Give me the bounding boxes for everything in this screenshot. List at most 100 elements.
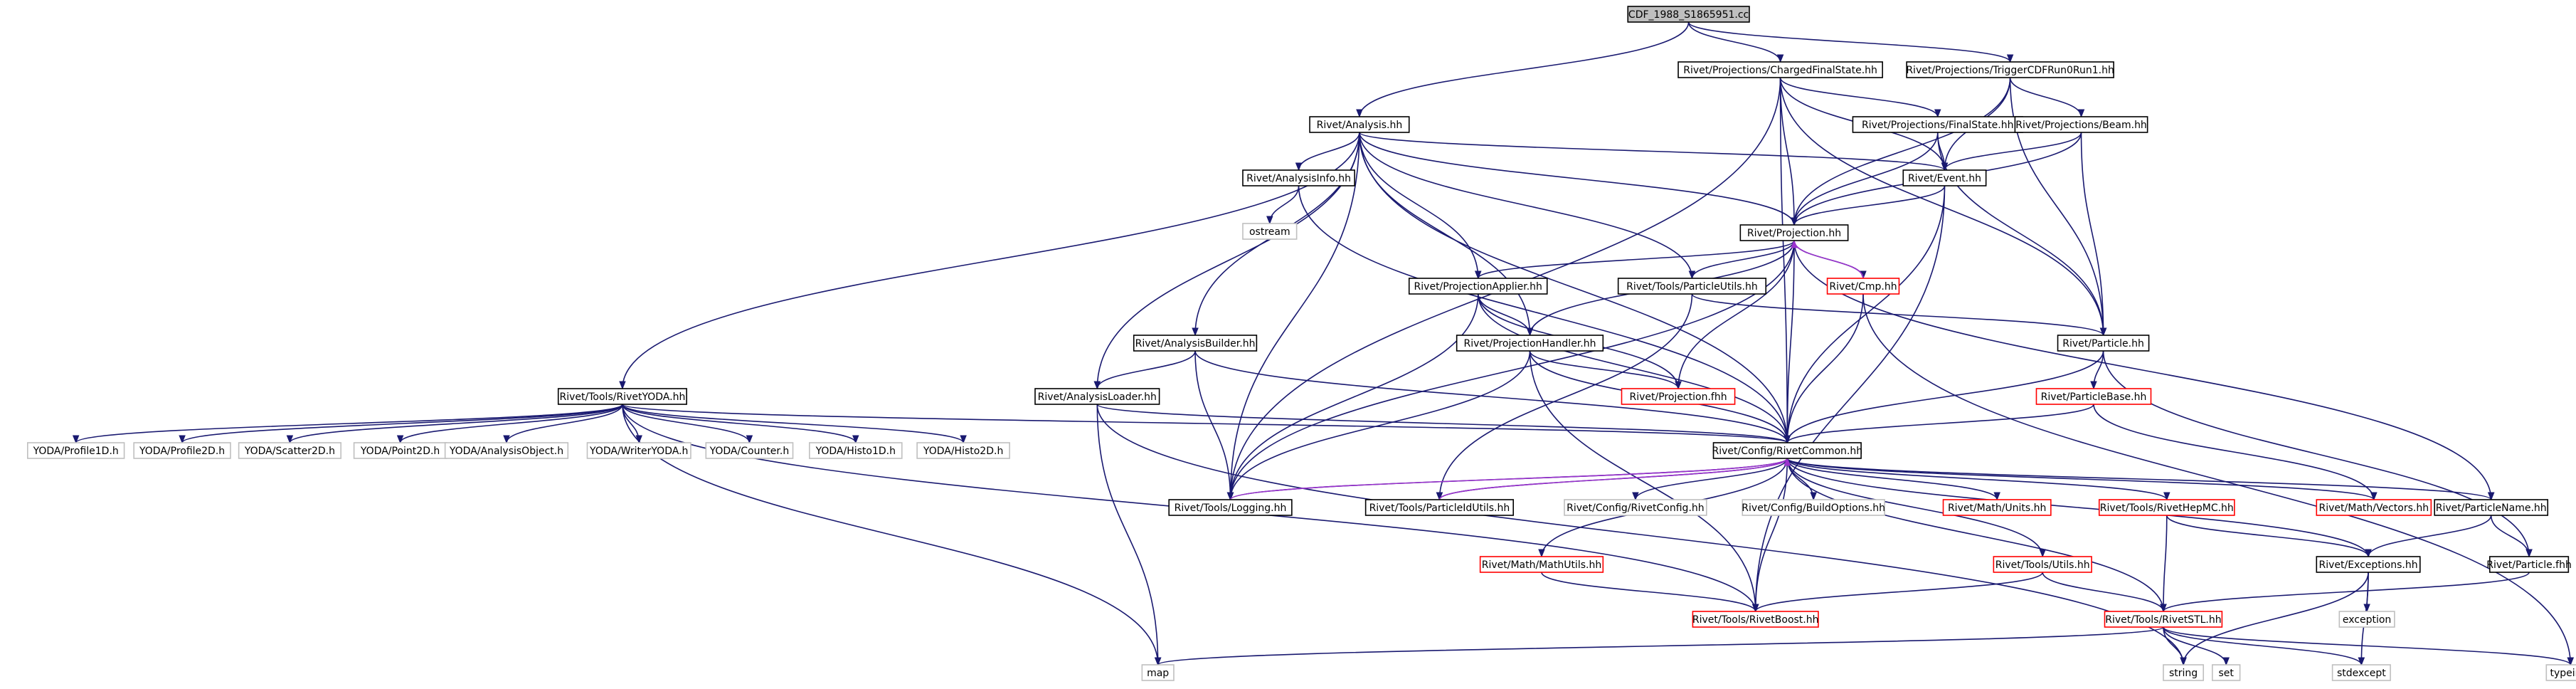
node-event[interactable]: Rivet/Event.hh [1902,169,1987,186]
node-typeinfo: typeinfo [2545,664,2576,681]
edge-rstl-to-typeinfo [2163,626,2572,666]
node-bopts: Rivet/Config/BuildOptions.hh [1742,499,1885,516]
edge-rcommon-to-mvec [1786,458,2375,500]
node-ypt2d: YODA/Point2D.h [353,442,447,459]
node-putils[interactable]: Rivet/Tools/ParticleUtils.hh [1617,278,1767,295]
arrowhead-rcommon-to-munits [1993,492,2000,501]
node-ryoda[interactable]: Rivet/Tools/RivetYODA.hh [557,388,687,405]
node-munits[interactable]: Rivet/Math/Units.hh [1942,499,2052,516]
arrowhead-rstl-to-map [1154,657,1162,666]
node-yh1d: YODA/Histo1D.h [809,442,903,459]
arrowhead-root-to-ana [1356,109,1363,118]
edge-rcommon-to-rboost [1754,458,1788,612]
node-label: Rivet/Event.hh [1908,173,1981,184]
arrowhead-rcommon-to-rhepmc [2163,492,2170,501]
node-pname[interactable]: Rivet/ParticleName.hh [2434,499,2549,516]
node-box [557,388,687,405]
arrowhead-pfhh2-to-rstl [2160,604,2167,613]
node-label: Rivet/Projections/TriggerCDFRun0Run1.hh [1906,65,2114,76]
arrowhead-ryoda-to-ys2d [286,435,294,444]
edge-proj-to-putils [1691,240,1795,279]
edge-aload-to-rcommon [1096,404,1788,443]
node-fs[interactable]: Rivet/Projections/FinalState.hh [1852,116,2023,133]
edge-rcommon-to-munits [1786,458,1998,500]
node-label: Rivet/Math/MathUtils.hh [1482,559,1602,571]
edge-rstl-to-map [1157,626,2164,666]
edge-aload-to-map [1096,404,1159,666]
node-tutils[interactable]: Rivet/Tools/Utils.hh [1993,556,2092,573]
edge-putils-to-pidutils [1438,293,1693,500]
node-pidutils[interactable]: Rivet/Tools/ParticleIdUtils.hh [1364,499,1515,516]
node-cfs[interactable]: Rivet/Projections/ChargedFinalState.hh [1677,61,1883,78]
node-exc[interactable]: Rivet/Exceptions.hh [2316,556,2421,573]
node-rconfig: Rivet/Config/RivetConfig.hh [1564,499,1707,516]
node-string: string [2163,664,2205,681]
node-rstl[interactable]: Rivet/Tools/RivetSTL.hh [2104,611,2223,628]
node-label: map [1147,668,1169,679]
edge-cmp-to-typeinfo [1862,293,2572,666]
node-phandler[interactable]: Rivet/ProjectionHandler.hh [1456,335,1604,352]
node-label: CDF_1988_S1865951.cc [1628,9,1749,21]
node-label: Rivet/Tools/ParticleIdUtils.hh [1369,503,1510,514]
node-logging[interactable]: Rivet/Tools/Logging.hh [1168,499,1293,516]
node-root[interactable]: CDF_1988_S1865951.cc [1627,6,1750,23]
arrowhead-particle-to-pbase [2090,381,2097,390]
node-yao: YODA/AnalysisObject.h [444,442,569,459]
edge-rhepmc-to-rstl [2163,515,2168,612]
node-rcommon[interactable]: Rivet/Config/RivetCommon.hh [1712,442,1862,459]
edge-rcommon-to-tutils [1786,458,2043,557]
edge-pidutils-to-rcommon [1438,458,1788,500]
arrowhead-rcommon-to-logging [1226,492,1234,501]
node-label: set [2219,668,2235,679]
node-box [1034,388,1160,405]
node-exception: exception [2338,611,2395,628]
node-box [2098,499,2235,516]
node-box [2035,388,2152,405]
node-pbase[interactable]: Rivet/ParticleBase.hh [2035,388,2152,405]
node-label: Rivet/Config/RivetCommon.hh [1712,446,1862,457]
node-cmp[interactable]: Rivet/Cmp.hh [1826,278,1900,295]
arrowhead-cmp-to-proj [1791,239,1798,248]
arrowhead-rhepmc-to-exc [2365,549,2372,558]
node-ana[interactable]: Rivet/Analysis.hh [1309,116,1410,133]
node-label: ostream [1249,226,1290,238]
edge-ana-to-rcommon [1359,132,1788,443]
node-ainfo[interactable]: Rivet/AnalysisInfo.hh [1242,169,1355,186]
node-papp[interactable]: Rivet/ProjectionApplier.hh [1408,278,1548,295]
node-label: YODA/Histo2D.h [923,446,1003,457]
node-box [133,442,231,459]
edge-rcommon-to-exc [1786,458,2369,557]
edge-proj-to-pfhh [1677,240,1795,389]
arrowhead-ana-to-ainfo [1295,162,1303,172]
node-label: Rivet/Projection.hh [1747,228,1841,239]
node-label: Rivet/Analysis.hh [1317,120,1403,131]
node-box [1168,499,1293,516]
node-proj[interactable]: Rivet/Projection.hh [1739,224,1849,241]
edge-pbase-to-rcommon [1786,404,2094,443]
node-yp1d: YODA/Profile1D.h [26,442,125,459]
edge-tutils-to-rstl [2042,572,2164,612]
arrowhead-rstl-to-stdexcept [2358,657,2365,666]
arrowhead-ryoda-to-ypt2d [396,435,404,444]
node-beam[interactable]: Rivet/Projections/Beam.hh [2014,116,2148,133]
node-box [1906,61,2114,78]
arrowhead-pname-to-pfhh2 [2525,549,2533,558]
node-box [1742,499,1885,516]
edge-root-to-trig [1687,21,2011,63]
node-pfhh[interactable]: Rivet/Projection.fhh [1621,388,1736,405]
node-trig[interactable]: Rivet/Projections/TriggerCDFRun0Run1.hh [1906,61,2114,78]
node-rboost[interactable]: Rivet/Tools/RivetBoost.hh [1692,611,1819,628]
node-mmath[interactable]: Rivet/Math/MathUtils.hh [1479,556,1604,573]
node-box [2163,664,2205,681]
node-pfhh2[interactable]: Rivet/Particle.fhh [2486,556,2572,573]
edge-ryoda-to-ypt2d [399,404,623,443]
edge-tutils-to-rboost [1754,572,2043,612]
node-abuild[interactable]: Rivet/AnalysisBuilder.hh [1133,335,1258,352]
edge-beam-to-particle [2080,132,2104,336]
arrowhead-rcommon-to-mvec [2370,492,2378,501]
node-aload[interactable]: Rivet/AnalysisLoader.hh [1034,388,1160,405]
node-mvec[interactable]: Rivet/Math/Vectors.hh [2316,499,2432,516]
node-particle[interactable]: Rivet/Particle.hh [2057,335,2150,352]
node-rhepmc[interactable]: Rivet/Tools/RivetHepMC.hh [2098,499,2235,516]
edge-phandler-to-logging [1229,350,1531,500]
